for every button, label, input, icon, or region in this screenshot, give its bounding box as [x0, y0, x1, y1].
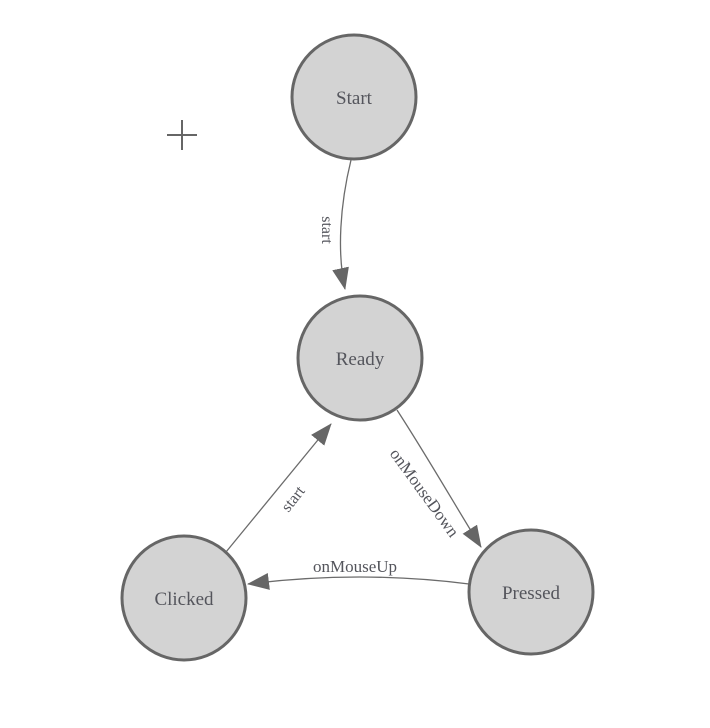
node-circle-pressed[interactable]: [467, 528, 595, 656]
state-node-start[interactable]: Start: [290, 33, 418, 161]
state-node-ready[interactable]: Ready: [296, 294, 424, 422]
edge-clicked-to-ready[interactable]: [225, 423, 332, 553]
state-node-clicked[interactable]: Clicked: [120, 534, 248, 662]
edge-label-start-top: start: [318, 216, 335, 244]
edge-label-onmouseup: onMouseUp: [313, 557, 397, 576]
crosshair-icon: [167, 120, 197, 150]
state-node-pressed[interactable]: Pressed: [467, 528, 595, 656]
edge-start-to-ready[interactable]: [332, 159, 352, 290]
node-label-ready: Ready: [336, 349, 385, 370]
edge-pressed-to-clicked[interactable]: [247, 572, 470, 590]
edge-label-onmousedown: onMouseDown: [386, 445, 463, 541]
node-circle-start[interactable]: [290, 33, 418, 161]
node-label-clicked: Clicked: [154, 589, 214, 610]
node-label-pressed: Pressed: [502, 583, 561, 604]
edge-label-start-left: start: [278, 483, 309, 516]
transition-edges: [225, 159, 482, 590]
edge-ready-to-pressed[interactable]: [396, 409, 482, 548]
node-circle-ready[interactable]: [296, 294, 424, 422]
node-label-start: Start: [336, 88, 373, 109]
node-circle-clicked[interactable]: [120, 534, 248, 662]
